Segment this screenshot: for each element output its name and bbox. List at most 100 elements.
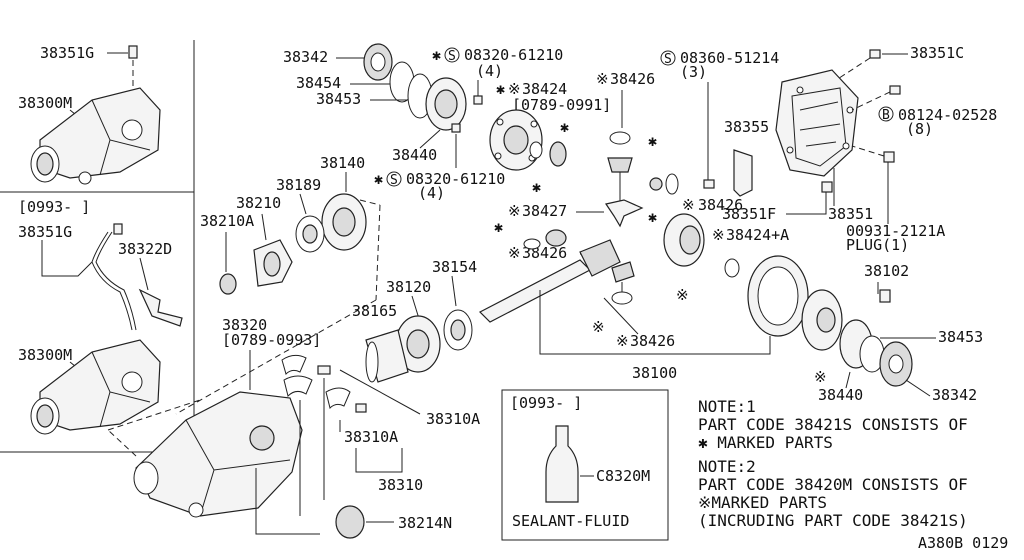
notes-block: NOTE:1 PART CODE 38421S CONSISTS OF ✱ MA… (698, 397, 1008, 552)
label-bolt-right: 08360-51214 (680, 49, 779, 67)
label-bolt-b-qty: (8) (906, 120, 933, 138)
svg-text:B: B (882, 108, 890, 123)
label-38189: 38189 (276, 176, 321, 194)
svg-text:✱: ✱ (532, 178, 541, 196)
sealant-box: [0993- ] C8320M SEALANT-FLUID (501, 389, 669, 541)
s-circle-icon-3 (660, 50, 676, 66)
label-38453-bot: 38453 (938, 328, 983, 346)
ring-gear-bolt-icon (879, 289, 891, 303)
label-38120: 38120 (386, 278, 431, 296)
bolt-icon (703, 179, 715, 189)
svg-text:※: ※ (508, 202, 521, 220)
asterisk-mark: ✱ (432, 46, 441, 64)
diagram-code: A380B 0129 (918, 534, 1008, 552)
mount-bracket-icon (281, 354, 307, 375)
label-38424-A: 38424+A (726, 226, 789, 244)
hose-bracket-icon (138, 288, 183, 327)
label-38320-range: [0789-0993] (222, 331, 321, 349)
label-38322D: 38322D (118, 240, 172, 258)
flange-nut-icon (219, 273, 237, 295)
label-38102: 38102 (864, 262, 909, 280)
label-screw-mid-qty: (4) (418, 184, 445, 202)
svg-text:✱: ✱ (496, 80, 505, 98)
label-38427: 38427 (522, 202, 567, 220)
svg-text:※: ※ (682, 196, 695, 214)
label-38453-top: 38453 (316, 90, 361, 108)
pinion-shaft-icon (605, 199, 644, 228)
side-gear-icon (549, 141, 567, 167)
label-38310A-b: 38310A (344, 428, 398, 446)
note1-line2: ✱ MARKED PARTS (698, 433, 833, 452)
label-38351: 38351 (828, 205, 873, 223)
label-38140: 38140 (320, 154, 365, 172)
drive-pinion-gear-icon (579, 239, 621, 277)
note1-line1: PART CODE 38421S CONSISTS OF (698, 415, 968, 434)
svg-text:※: ※ (814, 368, 827, 386)
label-bolt-b: 08124-02528 (898, 106, 997, 124)
label-38351G-top: 38351G (40, 44, 94, 62)
differential-case: ✱ ※ 38424 [0789-0991] ✱ ✱ (489, 80, 611, 196)
svg-text:✱: ✱ (648, 132, 657, 150)
drain-plug-icon (883, 151, 895, 163)
label-38424: 38424 (522, 80, 567, 98)
label-38300M-bottom: 38300M (18, 346, 72, 364)
svg-text:S: S (664, 52, 672, 67)
drive-pinion-group: ※ ※ 38426 38100 (478, 239, 771, 382)
inset-bottom-date-range: [0993- ] (18, 198, 90, 216)
pinion-mate-gear-icon (607, 157, 633, 173)
svg-text:※: ※ (712, 226, 725, 244)
label-38210A: 38210A (200, 212, 254, 230)
main-housing-group: 38320 [0789-0993] 38310A 38310A 38310 38… (107, 316, 480, 539)
asterisk-mark-2: ✱ (374, 170, 383, 188)
b-circle-icon (878, 106, 894, 122)
sealant-date-range: [0993- ] (510, 394, 582, 412)
svg-text:※: ※ (592, 318, 605, 336)
label-38210: 38210 (236, 194, 281, 212)
bracket-icon (733, 149, 753, 197)
pinion-bearing-stack: 38140 38189 38210 38210A (175, 154, 381, 415)
label-38351G-bottom: 38351G (18, 223, 72, 241)
sealant-frame (501, 389, 669, 541)
label-38440-bot: 38440 (818, 386, 863, 404)
label-38310A-a: 38310A (426, 410, 480, 428)
label-38342-bot: 38342 (932, 386, 977, 404)
label-38355: 38355 (724, 118, 769, 136)
s-circle-icon-2 (386, 171, 402, 187)
rear-cover-group: S 08360-51214 (3) 38355 38351C B 08124-0… (660, 44, 997, 254)
svg-text:※: ※ (508, 80, 521, 98)
label-38310: 38310 (378, 476, 423, 494)
label-plug-code: 00931-2121A (846, 222, 945, 240)
screw-icon (473, 95, 483, 105)
svg-text:✱: ✱ (560, 118, 569, 136)
s-circle-icon (444, 47, 460, 63)
ring-gear-group: ※ ※ 38424+A 38102 ※ 38453 38440 38342 (663, 213, 983, 404)
label-38100: 38100 (632, 364, 677, 382)
svg-text:※: ※ (616, 332, 629, 350)
label-38154: 38154 (432, 258, 477, 276)
screw-icon-2 (451, 123, 461, 133)
label-38165: 38165 (352, 302, 397, 320)
pinion-gears-group: ※ 38426 ✱ ※ 38427 ✱ ※ 38426 ✱ ※ 38426 (494, 70, 743, 262)
svg-text:S: S (390, 173, 398, 188)
side-bearing-stack-top: 38342 38454 38453 38440 (283, 43, 467, 164)
cover-bolt-icon (889, 85, 901, 95)
breather-hose-icon (91, 231, 133, 331)
label-screw-top-qty: (4) (476, 62, 503, 80)
svg-text:※: ※ (676, 286, 689, 304)
breather-icon (869, 49, 881, 59)
label-38320: 38320 (222, 316, 267, 334)
label-38300M-top: 38300M (18, 94, 72, 112)
note2-title: NOTE:2 (698, 457, 756, 476)
mount-insulator-icon (335, 505, 365, 539)
inset-bottom-assembly: [0993- ] 38351G 38322D 38300M (18, 198, 183, 435)
label-38214N: 38214N (398, 514, 452, 532)
label-screw-mid: 08320-61210 (406, 170, 505, 188)
filler-plug-icon (821, 181, 833, 193)
thrust-washer-icon (609, 131, 631, 145)
label-38351C: 38351C (910, 44, 964, 62)
label-38440-top: 38440 (392, 146, 437, 164)
note2-line3: (INCRUDING PART CODE 38421S) (698, 511, 968, 530)
pinion-gear-icon (649, 177, 663, 191)
